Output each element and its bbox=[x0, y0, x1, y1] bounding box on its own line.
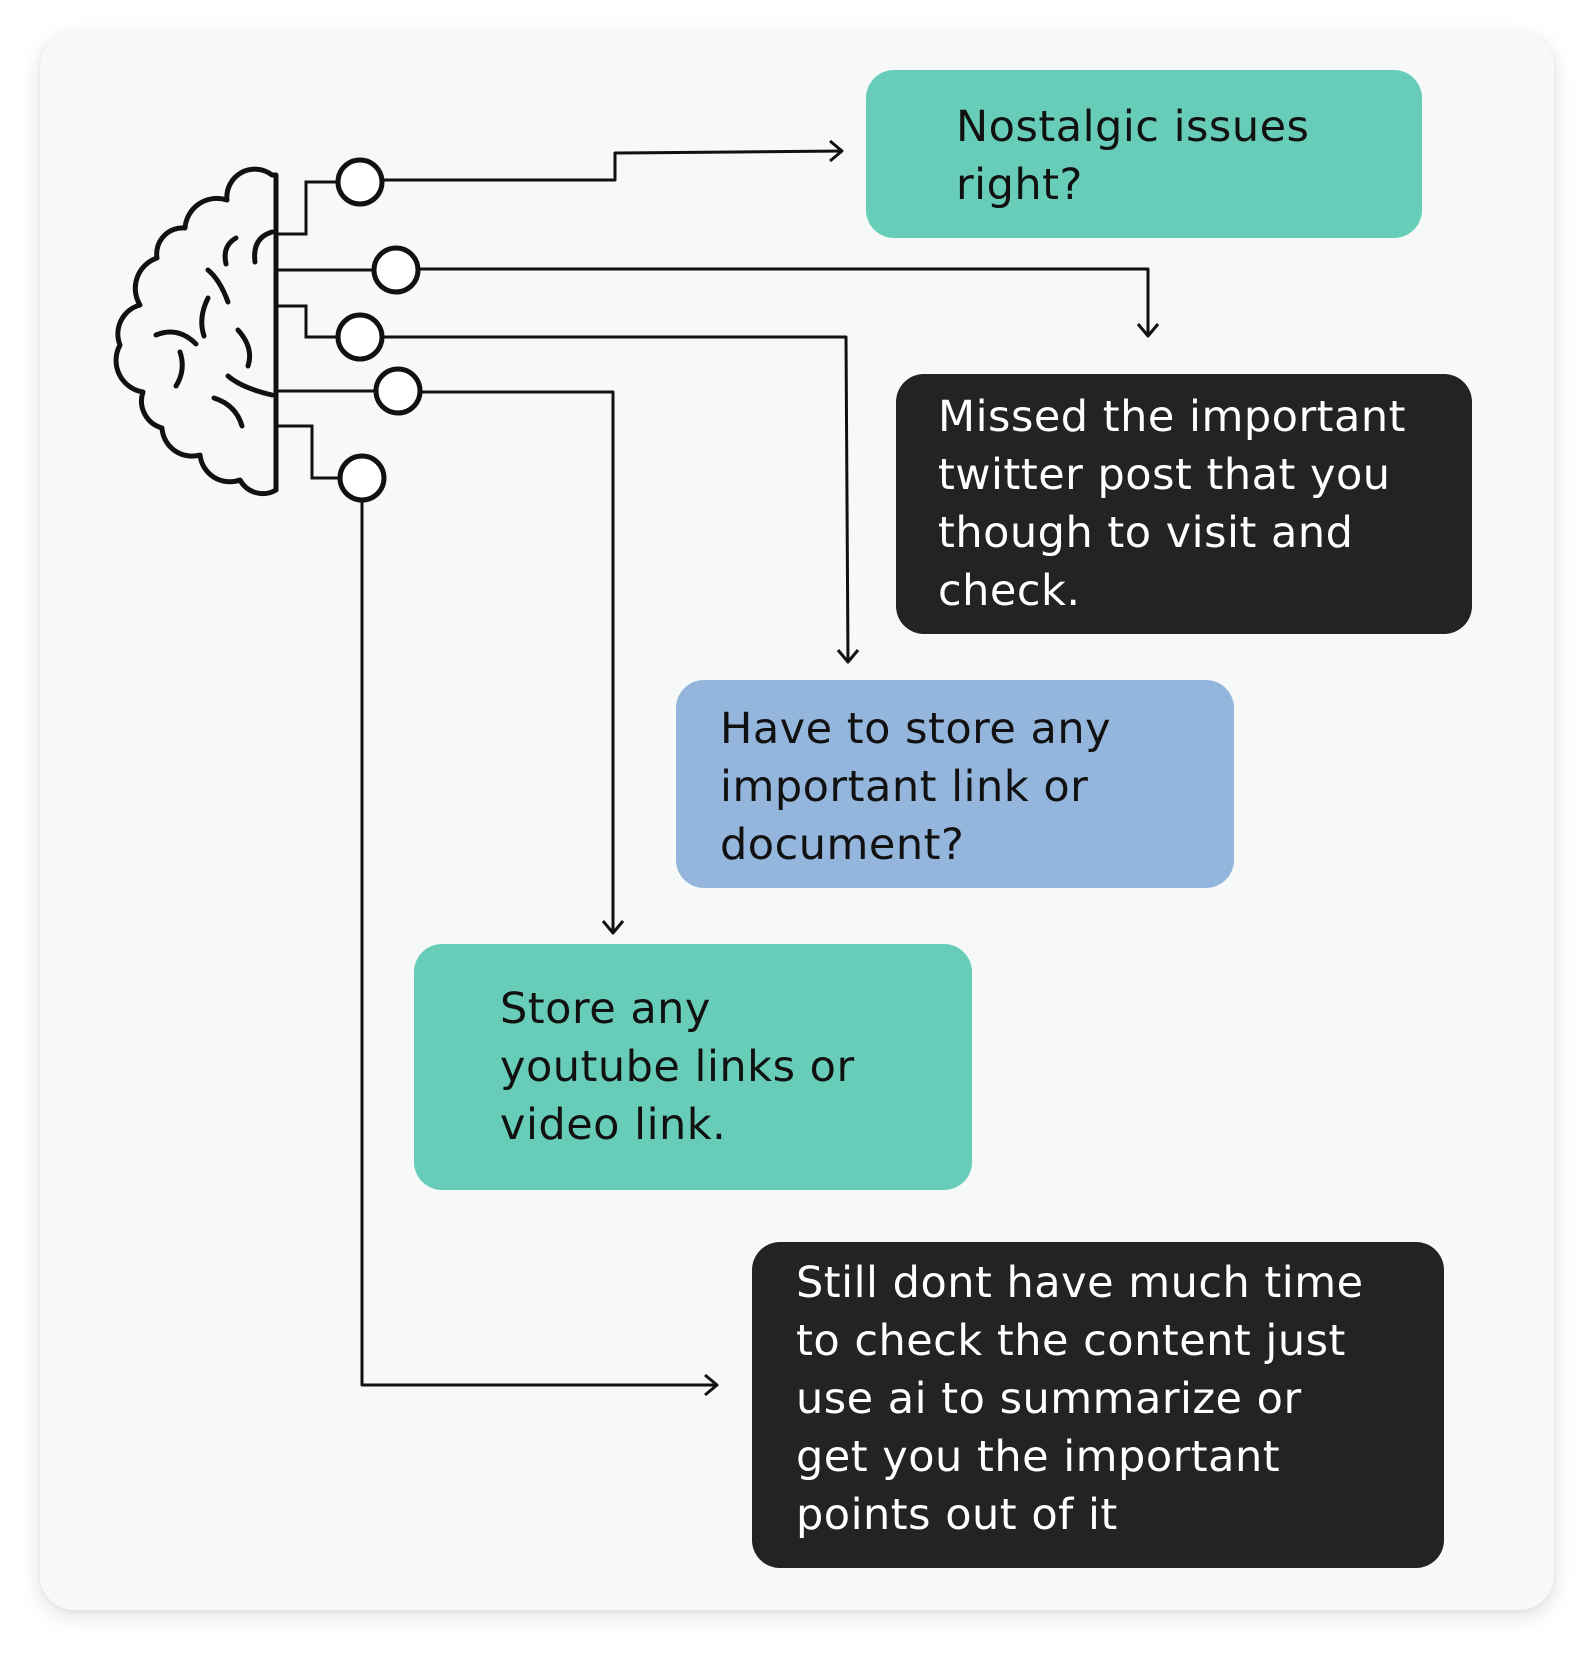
ai-summary-box: Still dont have much time to check the c… bbox=[752, 1242, 1444, 1568]
node-3 bbox=[335, 312, 385, 362]
node-1 bbox=[335, 157, 385, 207]
node-5 bbox=[337, 453, 387, 503]
circuit-branches bbox=[276, 180, 376, 480]
store-link-box: Have to store any important link or docu… bbox=[676, 680, 1234, 888]
connector-arrows bbox=[360, 139, 1160, 1397]
brain-circuit-icon bbox=[113, 166, 279, 497]
arrow-to-store-link bbox=[382, 335, 850, 663]
arrow-to-nostalgic bbox=[382, 149, 843, 182]
arrow-to-youtube bbox=[420, 390, 615, 933]
arrow-to-ai-summary bbox=[360, 500, 717, 1387]
node-4 bbox=[373, 366, 423, 416]
node-2 bbox=[371, 245, 421, 295]
twitter-box: Missed the important twitter post that y… bbox=[896, 374, 1472, 634]
youtube-box: Store any youtube links or video link. bbox=[414, 944, 972, 1190]
nostalgic-box: Nostalgic issues right? bbox=[866, 70, 1422, 238]
arrow-to-twitter bbox=[418, 267, 1150, 336]
circuit-nodes bbox=[335, 157, 423, 503]
